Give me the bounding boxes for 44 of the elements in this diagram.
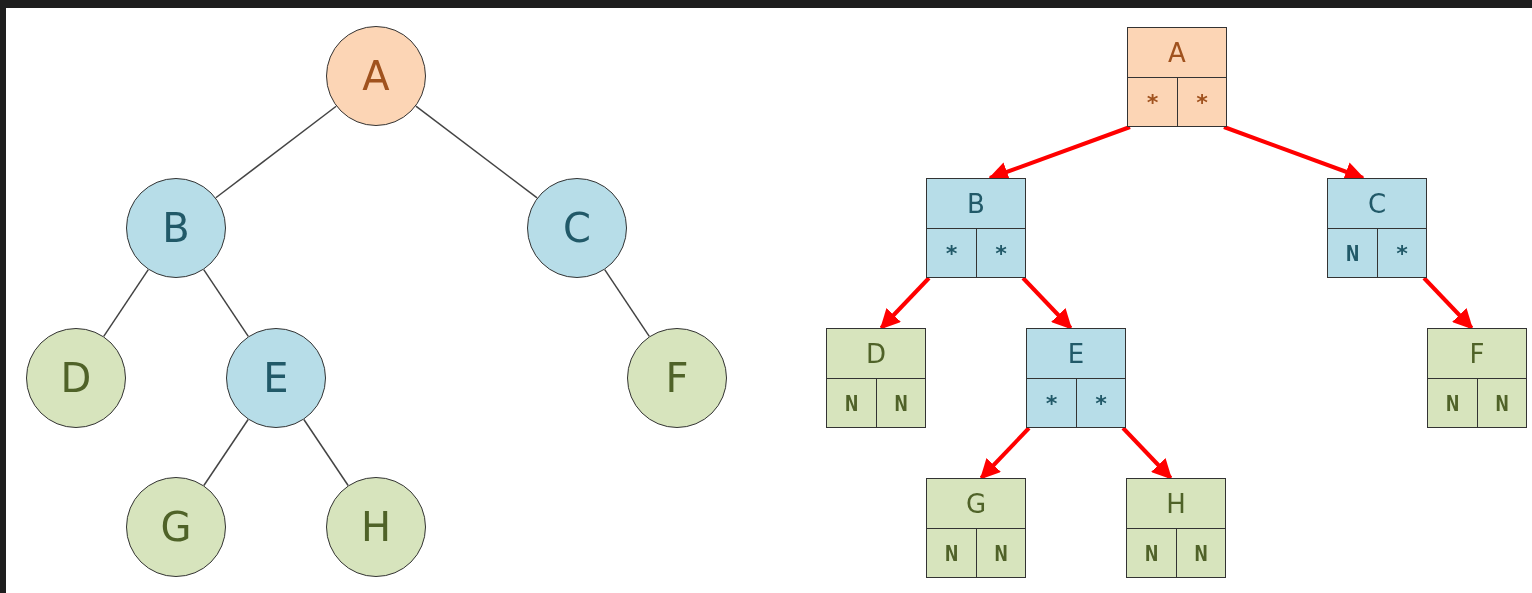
pointer-cell: N: [876, 378, 925, 427]
arrow: [879, 276, 931, 330]
pointer-cell: *: [976, 228, 1025, 277]
arrow: [1422, 276, 1474, 330]
connector-line: [215, 105, 337, 199]
pointer-cell: *: [1177, 77, 1226, 126]
pointer-cell: N: [1127, 528, 1176, 577]
node-label: E: [1066, 337, 1086, 371]
arrow: [1021, 276, 1073, 330]
tree-node-record: [1427, 328, 1527, 428]
connector-line: [103, 268, 149, 338]
node-label: G: [964, 487, 988, 521]
pointer-cell: N: [927, 528, 976, 577]
pointer-cell: N: [976, 528, 1025, 577]
tree-node-record: [1026, 328, 1126, 428]
pointer-cell: *: [1377, 228, 1426, 277]
tree-node-record: [1327, 178, 1427, 278]
pointer-cell: *: [1027, 378, 1076, 427]
tree-node-record: [926, 178, 1026, 278]
node-label: A: [1167, 36, 1187, 70]
node-label: B: [966, 187, 986, 221]
pointer-cell: N: [827, 378, 876, 427]
connector-line: [415, 105, 538, 199]
tree-node-record: [926, 478, 1026, 578]
arrow: [979, 426, 1031, 480]
tree-node-record: [1126, 478, 1226, 578]
tree-node-record: [826, 328, 926, 428]
connector-line: [203, 418, 249, 487]
node-label: F: [1468, 337, 1486, 371]
arrow: [1121, 426, 1173, 480]
node-label: D: [865, 337, 887, 371]
node-label: H: [1165, 487, 1187, 521]
pointer-cell: N: [1176, 528, 1225, 577]
node-label: C: [1366, 187, 1388, 221]
connector-line: [303, 418, 349, 487]
pointer-cell: *: [927, 228, 976, 277]
connector-line: [604, 268, 650, 338]
pointer-cell: *: [1128, 77, 1177, 126]
pointer-cell: N: [1477, 378, 1526, 427]
pointer-cell: N: [1328, 228, 1377, 277]
connector-line: [203, 268, 249, 338]
pointer-cell: N: [1428, 378, 1477, 427]
tree-node-record: [1127, 27, 1227, 127]
pointer-cell: *: [1076, 378, 1125, 427]
